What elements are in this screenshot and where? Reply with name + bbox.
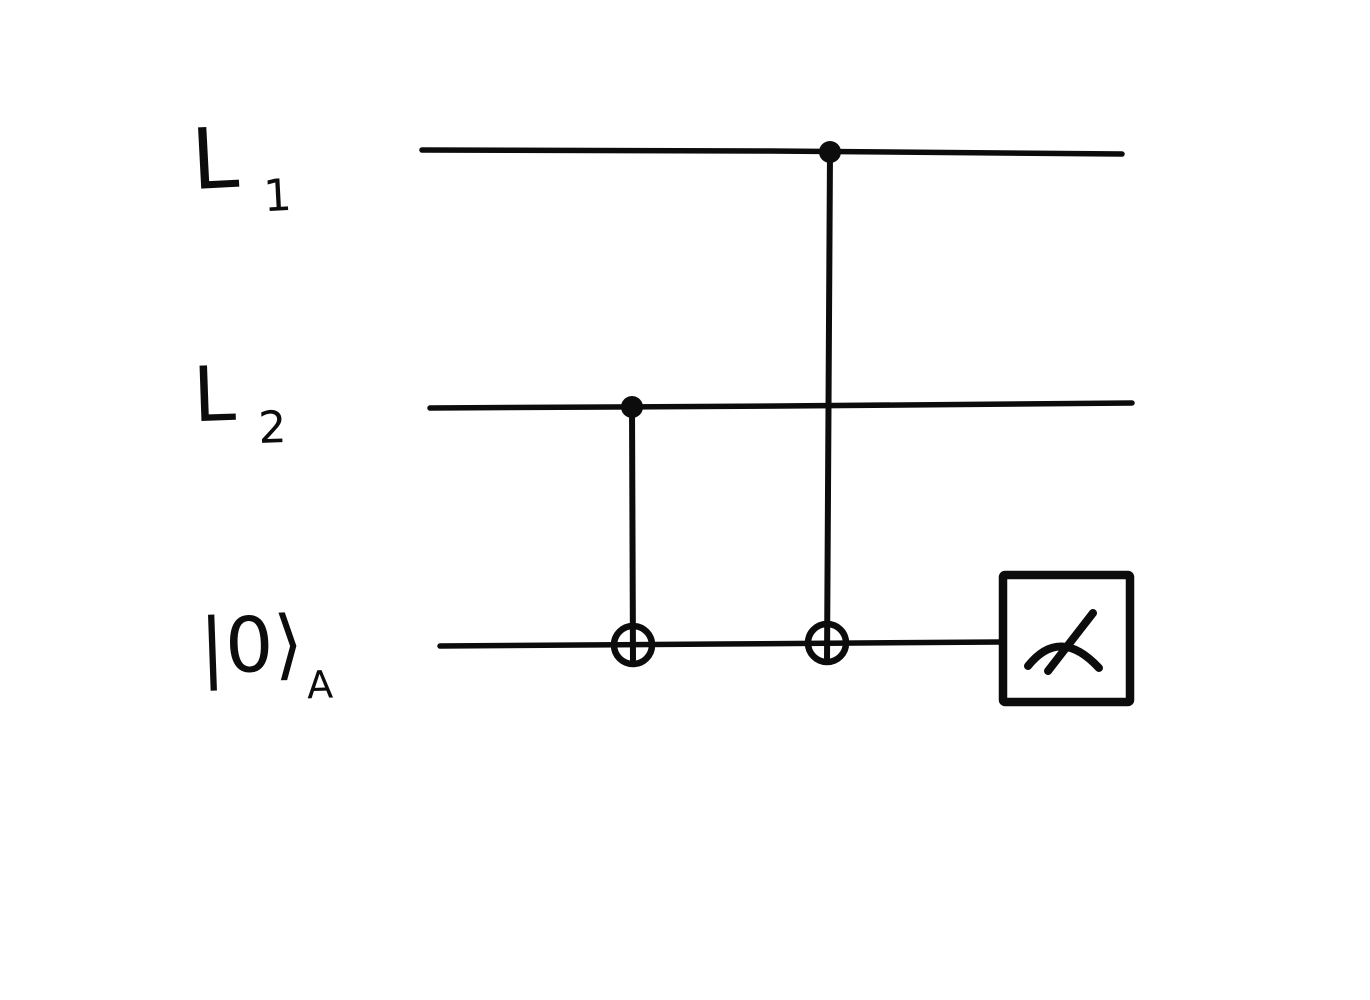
wire-L2 [427, 400, 1135, 411]
cnot2-vertical-connector [824, 149, 833, 665]
svg-text:L 2: L 2 [192, 347, 288, 456]
measurement-meter-icon [1024, 609, 1103, 675]
wire-label-L2-subscript: 2 [257, 402, 287, 454]
cnot-gate-2 [804, 141, 850, 666]
wire-ancilla [437, 639, 1004, 649]
wire-label-ancilla-ket: |0⟩ [198, 599, 305, 693]
wire-label-L2-main: L [192, 349, 237, 439]
cnot2-control-dot [819, 141, 841, 163]
cnot2-target-icon [804, 620, 850, 666]
cnot1-target-icon [610, 622, 656, 668]
cnot-gate-1 [610, 396, 656, 668]
meter-arc [1024, 642, 1103, 672]
measurement-box [998, 570, 1135, 707]
wire-L1 [419, 147, 1125, 157]
wire-label-L1: L 1 [189, 106, 293, 226]
wire-label-L1-subscript: 1 [262, 170, 293, 222]
svg-text:L 1: L 1 [189, 106, 293, 226]
wire-label-L2: L 2 [192, 347, 288, 456]
wire-label-ancilla-subscript: A [306, 662, 334, 707]
wire-label-L1-main: L [189, 109, 241, 209]
svg-text:|0⟩ A: |0⟩ A [198, 598, 334, 712]
wire-label-ancilla-ket0: |0⟩ A [198, 598, 334, 712]
cnot1-vertical-connector [629, 405, 636, 666]
meter-needle [1044, 609, 1097, 675]
measurement-gate [998, 570, 1135, 707]
cnot1-control-dot [621, 396, 643, 418]
